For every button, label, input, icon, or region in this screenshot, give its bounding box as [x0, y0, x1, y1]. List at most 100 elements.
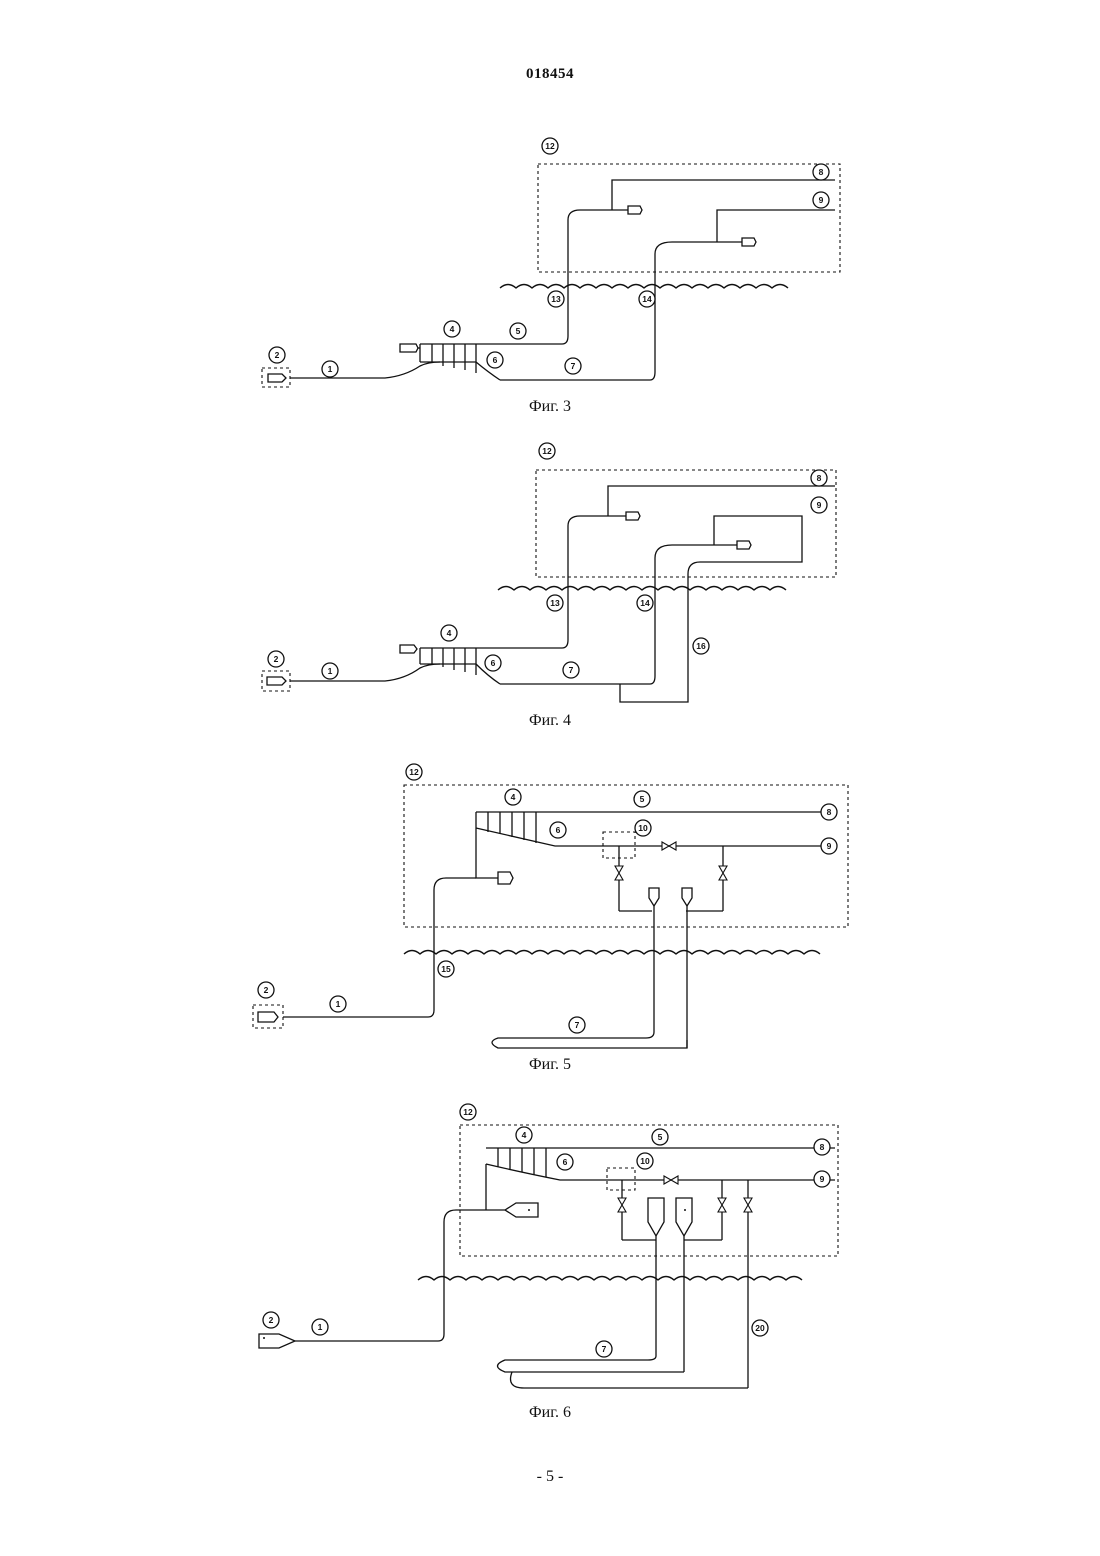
- svg-text:15: 15: [441, 964, 451, 974]
- label-2: 2: [263, 1312, 279, 1328]
- figure-5-diagram: 12 4 5 8 6 10 9 15 2 1 7: [0, 758, 1100, 1058]
- svg-text:20: 20: [755, 1323, 765, 1333]
- svg-text:7: 7: [569, 665, 574, 675]
- water-surface: [498, 587, 786, 591]
- document-number: 018454: [0, 66, 1100, 83]
- platform-boundary-12: [460, 1125, 838, 1256]
- svg-text:6: 6: [491, 658, 496, 668]
- valve-assembly: [618, 1176, 752, 1388]
- flowline-7: [498, 1356, 685, 1372]
- label-14: 14: [637, 595, 653, 611]
- riser-14: [500, 545, 737, 684]
- svg-text:14: 14: [640, 598, 650, 608]
- line-20: [511, 1372, 749, 1388]
- svg-text:1: 1: [318, 1322, 323, 1332]
- label-6: 6: [550, 822, 566, 838]
- label-9: 9: [811, 497, 827, 513]
- label-12: 12: [539, 443, 555, 459]
- pig-receiver-b: [682, 888, 692, 906]
- water-surface: [418, 1277, 802, 1281]
- flowline-7: [492, 1032, 687, 1048]
- label-16: 16: [693, 638, 709, 654]
- label-13: 13: [547, 595, 563, 611]
- label-4: 4: [441, 625, 457, 641]
- connector-receiver: [498, 872, 513, 884]
- wellhead-2: [268, 374, 286, 382]
- label-9: 9: [814, 1171, 830, 1187]
- svg-text:9: 9: [820, 1174, 825, 1184]
- svg-text:16: 16: [696, 641, 706, 651]
- water-surface: [404, 951, 820, 955]
- svg-text:4: 4: [450, 324, 455, 334]
- label-7: 7: [563, 662, 579, 678]
- flowline-1: [290, 664, 440, 681]
- svg-text:2: 2: [275, 350, 280, 360]
- label-8: 8: [821, 804, 837, 820]
- wellhead-2: [259, 1334, 295, 1348]
- label-1: 1: [330, 996, 346, 1012]
- svg-text:8: 8: [827, 807, 832, 817]
- svg-text:14: 14: [642, 294, 652, 304]
- connector-a: [626, 512, 640, 520]
- label-6: 6: [557, 1154, 573, 1170]
- flowline-1: [290, 362, 440, 378]
- riser-13: [440, 210, 628, 344]
- pig-launcher-4: [400, 645, 417, 653]
- label-4: 4: [516, 1127, 532, 1143]
- line-8: [612, 180, 835, 210]
- figure-5-caption: Фиг. 5: [0, 1056, 1100, 1074]
- svg-text:2: 2: [274, 654, 279, 664]
- label-4: 4: [444, 321, 460, 337]
- svg-text:13: 13: [550, 598, 560, 608]
- line-9: [717, 210, 835, 242]
- platform-boundary-12: [404, 785, 848, 927]
- riser-14: [500, 242, 742, 380]
- label-8: 8: [813, 164, 829, 180]
- page-number: - 5 -: [0, 1468, 1100, 1486]
- label-20: 20: [752, 1320, 768, 1336]
- svg-text:9: 9: [827, 841, 832, 851]
- label-5: 5: [510, 323, 526, 339]
- label-15: 15: [438, 961, 454, 977]
- label-7: 7: [565, 358, 581, 374]
- label-6: 6: [485, 655, 501, 671]
- figure-6-diagram: 12 4 5 8 6 10 9 2 1 7 20: [0, 1098, 1100, 1403]
- svg-text:1: 1: [328, 666, 333, 676]
- figure-3-caption: Фиг. 3: [0, 398, 1100, 416]
- label-2: 2: [269, 347, 285, 363]
- svg-text:1: 1: [328, 364, 333, 374]
- svg-text:7: 7: [571, 361, 576, 371]
- water-surface: [500, 285, 788, 289]
- svg-text:4: 4: [522, 1130, 527, 1140]
- svg-text:2: 2: [264, 985, 269, 995]
- connector-b: [737, 541, 751, 549]
- label-10: 10: [637, 1153, 653, 1169]
- label-4: 4: [505, 789, 521, 805]
- figure-6-caption: Фиг. 6: [0, 1404, 1100, 1422]
- svg-text:12: 12: [463, 1107, 473, 1117]
- label-14: 14: [639, 291, 655, 307]
- riser-13: [440, 516, 626, 648]
- svg-text:9: 9: [817, 500, 822, 510]
- wellhead-2: [267, 677, 286, 685]
- label-13: 13: [548, 291, 564, 307]
- connector-b: [742, 238, 756, 246]
- label-12: 12: [406, 764, 422, 780]
- svg-text:4: 4: [447, 628, 452, 638]
- label-10: 10: [635, 820, 651, 836]
- flowline-1: [283, 878, 476, 1017]
- connector-a: [628, 206, 642, 214]
- label-9: 9: [821, 838, 837, 854]
- svg-text:6: 6: [493, 355, 498, 365]
- label-12: 12: [460, 1104, 476, 1120]
- pig-box-10: [607, 1168, 635, 1190]
- svg-text:5: 5: [658, 1132, 663, 1142]
- svg-text:8: 8: [817, 473, 822, 483]
- label-5: 5: [652, 1129, 668, 1145]
- svg-text:10: 10: [638, 823, 648, 833]
- label-1: 1: [322, 663, 338, 679]
- svg-text:7: 7: [602, 1344, 607, 1354]
- svg-text:7: 7: [575, 1020, 580, 1030]
- svg-text:12: 12: [545, 141, 555, 151]
- svg-text:8: 8: [819, 167, 824, 177]
